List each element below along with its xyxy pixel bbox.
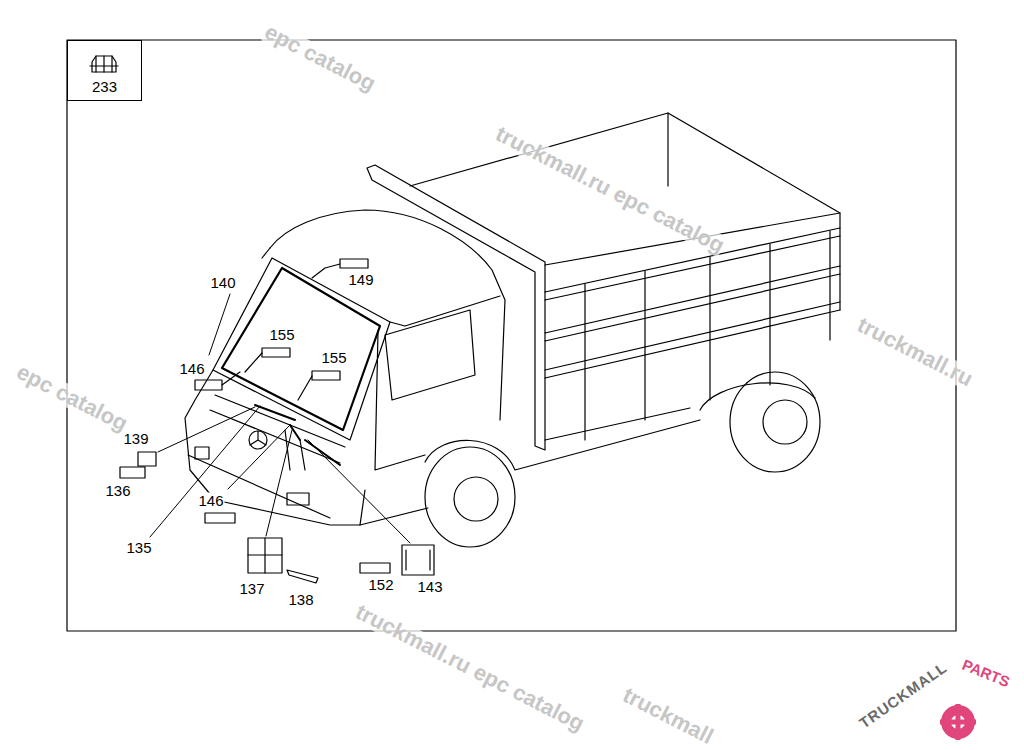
- leader-lines: [150, 294, 410, 543]
- callout-number: 143: [416, 579, 443, 594]
- logo-text: TRUCKMALL: [856, 659, 949, 730]
- callout-number: 146: [178, 361, 205, 376]
- parts: [120, 259, 434, 583]
- callout-number: 146: [197, 493, 224, 508]
- callout-number: 149: [347, 272, 374, 287]
- callout-number: 136: [104, 483, 131, 498]
- clip-icon: [90, 56, 118, 72]
- cab: [185, 210, 700, 525]
- diagram-frame: [67, 40, 956, 631]
- callout-number: 135: [125, 540, 152, 555]
- reference-box: 233: [67, 40, 142, 101]
- callout-number: 152: [367, 577, 394, 592]
- cargo-bed: [367, 113, 840, 450]
- reference-number: 233: [68, 79, 141, 94]
- wiring-harness: [222, 268, 380, 430]
- callout-number: 137: [238, 581, 265, 596]
- logo-gear: [940, 704, 976, 740]
- callout-number: 155: [320, 350, 347, 365]
- logo-text: PARTS: [960, 657, 1012, 690]
- callout-number: 155: [268, 327, 295, 342]
- watermark: truckmall.ru epc catalog: [352, 601, 587, 736]
- watermark: truckmall.ru epc catalog: [492, 123, 727, 258]
- watermark: truckmall: [619, 684, 716, 748]
- callout-number: 139: [122, 431, 149, 446]
- watermark: epc catalog: [13, 361, 131, 436]
- watermark: epc catalog: [261, 21, 379, 96]
- callout-number: 140: [209, 275, 236, 290]
- watermark: truckmall.ru: [854, 314, 976, 391]
- callout-number: 138: [287, 592, 314, 607]
- wiring-harness: [255, 405, 340, 465]
- wheels: [425, 372, 820, 547]
